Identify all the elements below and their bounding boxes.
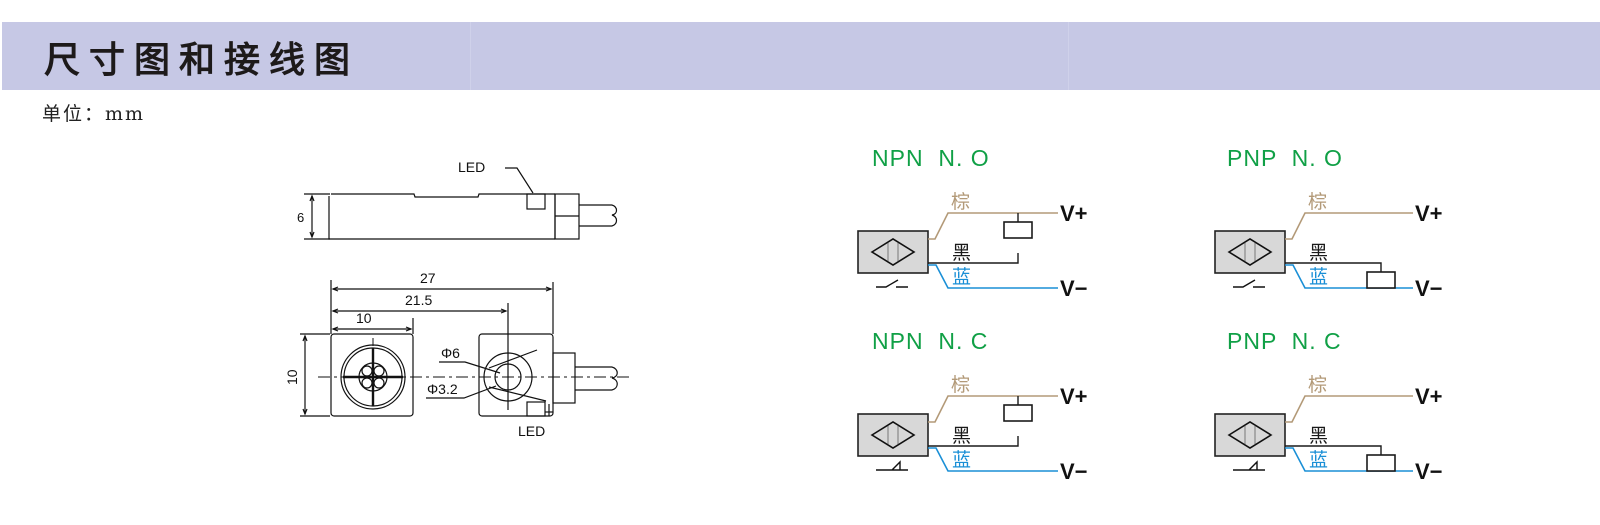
wire-label-brown: 棕: [951, 191, 970, 213]
load-relay-icon: [1003, 221, 1033, 239]
sensor-body: [857, 230, 929, 274]
blue-wire: [1285, 264, 1413, 289]
dim-arrow: [309, 231, 315, 239]
blue-wire: [928, 447, 1058, 472]
switch-no-icon: [876, 279, 908, 288]
phi3-2-leader: [426, 385, 497, 399]
cable-break: [611, 366, 618, 391]
wire-label-blue: 蓝: [1309, 266, 1328, 288]
side-led-label: LED: [458, 159, 485, 175]
wire-label-brown: 棕: [1308, 191, 1327, 213]
wire-label-black: 黑: [1309, 242, 1328, 264]
sensor-diamond-icon: [870, 238, 916, 266]
wire-label-brown: 棕: [1308, 374, 1327, 396]
top-view-cap: [552, 352, 576, 404]
side-view-cable-break: [611, 204, 618, 227]
brown-wire: [1285, 395, 1413, 423]
load-relay-icon: [1366, 271, 1396, 289]
black-wire: [1285, 262, 1382, 272]
switch-nc-icon: [1233, 460, 1265, 471]
side-view-led: [526, 193, 546, 210]
wiring-diagram-pnp-no: PNP N. O 棕黑蓝 V+ V−: [1214, 145, 1443, 301]
dim-10-label: 10: [356, 310, 372, 326]
diagram-title: NPN N. O: [872, 145, 990, 171]
dim-arrow: [302, 334, 308, 416]
supply-positive-label: V+: [1415, 384, 1443, 409]
unit-label: 单位：mm: [42, 103, 146, 125]
sensing-face: [330, 333, 414, 417]
wiring-diagram-pnp-nc: PNP N. C 棕黑蓝 V+ V−: [1214, 328, 1443, 484]
top-led-label: LED: [518, 423, 545, 439]
black-wire: [1285, 445, 1382, 455]
blue-wire: [1285, 447, 1413, 472]
dim-21-5-label: 21.5: [405, 292, 432, 308]
load-relay-icon: [1003, 404, 1033, 422]
diagram-title: PNP N. O: [1227, 145, 1343, 171]
switch-no-icon: [1233, 279, 1265, 288]
wiring-diagram-npn-nc: NPN N. C 棕黑蓝 V+ V−: [857, 328, 1088, 484]
switch-nc-icon: [876, 460, 908, 471]
header-seam: [1068, 22, 1069, 90]
supply-negative-label: V−: [1060, 276, 1088, 301]
supply-positive-label: V+: [1415, 201, 1443, 226]
wire-label-black: 黑: [952, 242, 971, 264]
dim-arrow: [331, 326, 413, 332]
header-seam: [470, 22, 471, 90]
brown-wire: [928, 395, 1058, 423]
brown-wire: [928, 212, 1058, 240]
side-view-top-edge: [331, 193, 555, 198]
top-view-led: [526, 401, 546, 417]
sensor-body: [1214, 413, 1286, 457]
blue-wire: [928, 264, 1058, 289]
supply-negative-label: V−: [1415, 276, 1443, 301]
sensor-body: [857, 413, 929, 457]
sensor-diamond-icon: [1227, 421, 1273, 449]
phi3-2-label: Φ3.2: [427, 381, 458, 397]
sensor-body: [1214, 230, 1286, 274]
hole-diagonal: [488, 386, 547, 402]
wire-label-black: 黑: [952, 425, 971, 447]
top-view: [300, 280, 630, 417]
supply-negative-label: V−: [1060, 459, 1088, 484]
wire-label-blue: 蓝: [952, 266, 971, 288]
wire-label-brown: 棕: [951, 374, 970, 396]
hole-diagonal: [488, 349, 538, 369]
wire-label-black: 黑: [1309, 425, 1328, 447]
sensor-diamond-icon: [870, 421, 916, 449]
supply-positive-label: V+: [1060, 201, 1088, 226]
wire-label-blue: 蓝: [952, 449, 971, 471]
supply-positive-label: V+: [1060, 384, 1088, 409]
dim-arrow: [309, 194, 315, 202]
brown-wire: [1285, 212, 1413, 240]
black-wire: [928, 436, 1019, 447]
sensor-diamond-icon: [1227, 238, 1273, 266]
black-wire: [928, 253, 1019, 264]
section-title: 尺寸图和接线图: [44, 39, 360, 81]
dim-arrow: [331, 286, 553, 292]
dim-27-label: 27: [420, 270, 436, 286]
load-relay-icon: [1366, 454, 1396, 472]
phi6-label: Φ6: [441, 345, 460, 361]
dim-10-vertical-label: 10: [284, 369, 300, 385]
dim-arrow: [331, 308, 508, 314]
section-header-band: [2, 22, 1600, 90]
diagram-title: PNP N. C: [1227, 328, 1342, 354]
phi6-leader: [439, 361, 501, 374]
supply-negative-label: V−: [1415, 459, 1443, 484]
side-height-label: 6: [297, 210, 304, 225]
diagram-title: NPN N. C: [872, 328, 988, 354]
side-view: [304, 167, 618, 240]
wiring-diagram-npn-no: NPN N. O 棕黑蓝 V+ V−: [857, 145, 1088, 301]
led-leader-line: [505, 167, 534, 194]
wire-label-blue: 蓝: [1309, 449, 1328, 471]
